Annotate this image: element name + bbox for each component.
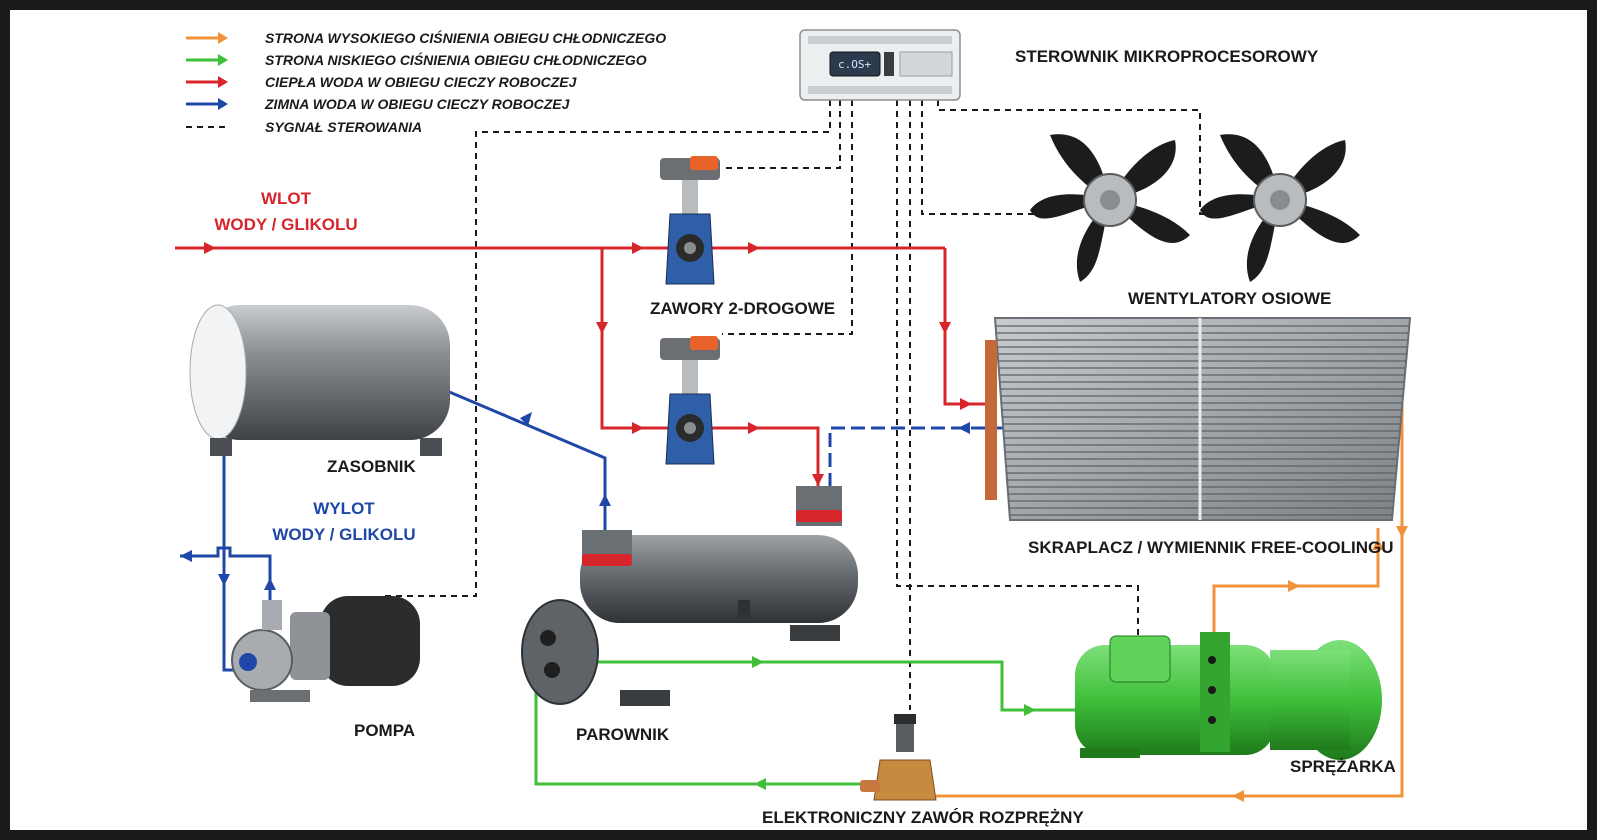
controller-display xyxy=(829,51,881,77)
evaporator xyxy=(521,486,858,706)
controller-display-text: c.OS+ xyxy=(838,58,871,71)
component-labels: STEROWNIK MIKROPROCESOROWY WLOT WODY / G… xyxy=(214,47,1395,827)
high-pressure-arrows xyxy=(1232,526,1408,802)
legend-label-low-pressure: STRONA NISKIEGO CIŚNIENIA OBIEGU CHŁODNI… xyxy=(265,51,647,68)
two-way-valve-bottom xyxy=(660,336,720,465)
legend-item-cold-water: ZIMNA WODA W OBIEGU CIECZY ROBOCZEJ xyxy=(186,96,571,112)
condenser-coil xyxy=(985,317,1412,521)
low-pressure-lines xyxy=(534,660,1080,786)
label-condenser: SKRAPLACZ / WYMIENNIK FREE-COOLINGU xyxy=(1028,538,1394,557)
axial-fan-left xyxy=(1030,134,1190,282)
label-expansion-valve: ELEKTRONICZNY ZAWÓR ROZPRĘŻNY xyxy=(762,808,1084,827)
label-inlet-line1: WLOT xyxy=(261,189,312,208)
label-inlet-line2: WODY / GLIKOLU xyxy=(214,215,357,234)
legend-item-control: SYGNAŁ STEROWANIA xyxy=(186,119,422,135)
label-evaporator: PAROWNIK xyxy=(576,725,670,744)
label-compressor: SPRĘŻARKA xyxy=(1290,757,1396,776)
legend-label-high-pressure: STRONA WYSOKIEGO CIŚNIENIA OBIEGU CHŁODN… xyxy=(265,29,666,46)
hot-water-arrows xyxy=(204,242,972,486)
axial-fans xyxy=(1030,134,1360,282)
label-fans: WENTYLATORY OSIOWE xyxy=(1128,289,1331,308)
cold-water-arrows xyxy=(180,412,970,590)
axial-fan-right xyxy=(1200,134,1360,282)
label-pump: POMPA xyxy=(354,721,415,740)
two-way-valve-top xyxy=(660,156,720,285)
compressor xyxy=(1075,632,1382,760)
label-controller: STEROWNIK MIKROPROCESOROWY xyxy=(1015,47,1319,66)
storage-tank xyxy=(189,304,450,456)
microprocessor-controller: c.OS+ xyxy=(799,29,961,101)
legend: STRONA WYSOKIEGO CIŚNIENIA OBIEGU CHŁODN… xyxy=(186,29,666,135)
legend-label-hot-water: CIEPŁA WODA W OBIEGU CIECZY ROBOCZEJ xyxy=(265,74,578,90)
legend-label-cold-water: ZIMNA WODA W OBIEGU CIECZY ROBOCZEJ xyxy=(264,96,571,112)
label-valves: ZAWORY 2-DROGOWE xyxy=(650,299,835,318)
control-lines xyxy=(380,100,1230,710)
label-outlet-line1: WYLOT xyxy=(313,499,375,518)
pump xyxy=(231,596,420,702)
label-outlet-line2: WODY / GLIKOLU xyxy=(272,525,415,544)
electronic-expansion-valve xyxy=(860,714,937,801)
legend-item-low-pressure: STRONA NISKIEGO CIŚNIENIA OBIEGU CHŁODNI… xyxy=(186,51,647,68)
legend-item-high-pressure: STRONA WYSOKIEGO CIŚNIENIA OBIEGU CHŁODN… xyxy=(186,29,666,46)
label-tank: ZASOBNIK xyxy=(327,457,417,476)
legend-item-hot-water: CIEPŁA WODA W OBIEGU CIECZY ROBOCZEJ xyxy=(186,74,578,90)
legend-label-control: SYGNAŁ STEROWANIA xyxy=(265,119,422,135)
low-pressure-arrows xyxy=(752,656,1036,790)
